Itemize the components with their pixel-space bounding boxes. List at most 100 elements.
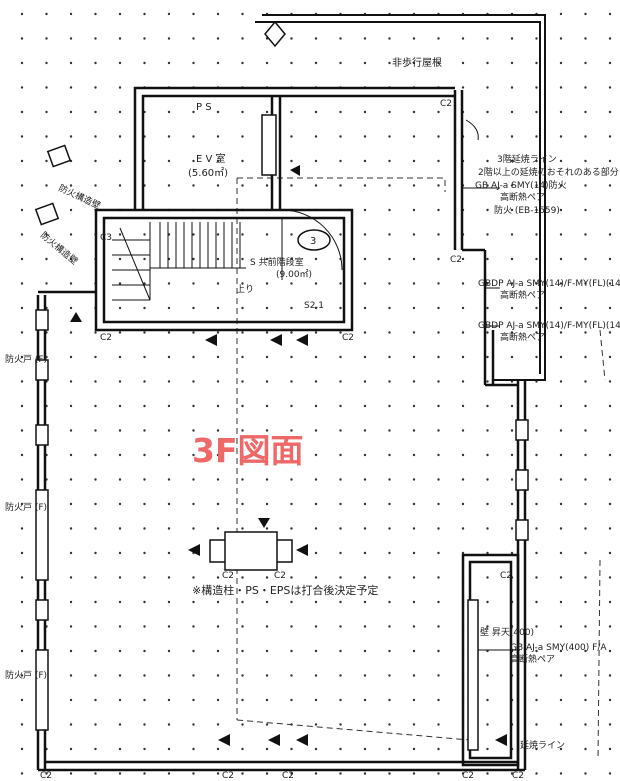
grid-dot (69, 723, 73, 726)
grid-dot (412, 184, 416, 187)
grid-dot (584, 551, 587, 555)
grid-dot (241, 110, 244, 114)
grid-dot (94, 184, 97, 187)
grid-dot (20, 159, 24, 163)
grid-dot (216, 772, 220, 775)
grid-dot (584, 698, 587, 702)
grid-dot (584, 110, 587, 114)
grid-dot (412, 429, 416, 432)
grid-dot (241, 282, 244, 285)
common-stair-area: (9.00㎡) (276, 269, 312, 280)
grid-dot (608, 576, 612, 579)
grid-dot (192, 527, 195, 530)
grid-dot (388, 453, 391, 457)
grid-dot (486, 110, 489, 114)
grid-dot (608, 306, 612, 310)
grid-dot (143, 306, 146, 310)
grid-dot (535, 625, 538, 628)
grid-dot (216, 233, 220, 236)
grid-dot (118, 576, 122, 579)
grid-dot (241, 453, 244, 457)
grid-dot (363, 502, 367, 506)
grid-dot (192, 282, 195, 285)
grid-dot (461, 527, 465, 530)
grid-dot (216, 453, 220, 457)
grid-dot (486, 135, 489, 138)
grid-dot (20, 551, 24, 555)
grid-dot (363, 208, 367, 212)
grid-dot (290, 257, 293, 261)
grid-dot (192, 355, 195, 359)
grid-dot (143, 233, 146, 236)
grid-dot (486, 674, 489, 677)
grid-dot (535, 135, 538, 138)
grid-dot (412, 380, 416, 383)
grid-dot (314, 772, 318, 775)
grid-dot (216, 429, 220, 432)
grid-dot (290, 61, 293, 65)
grid-dot (559, 355, 563, 359)
grid-dot (339, 429, 342, 432)
grid-dot (437, 306, 440, 310)
grid-dot (69, 306, 73, 310)
grid-dot (167, 159, 171, 163)
grid-dot (584, 257, 587, 261)
grid-dot (167, 37, 171, 40)
grid-dot (20, 723, 24, 726)
grid-dot (608, 110, 612, 114)
grid-dot (535, 453, 538, 457)
right-note: 高断熱ペア (500, 331, 545, 343)
grid-dot (45, 135, 48, 138)
grid-dot (535, 233, 538, 236)
right-note: 高断熱ペア (500, 191, 545, 203)
grid-dot (584, 331, 587, 334)
grid-dot (437, 61, 440, 65)
grid-dot (20, 110, 24, 114)
grid-dot (265, 306, 269, 310)
grid-dot (167, 502, 171, 506)
grid-dot (241, 159, 244, 163)
grid-dot (412, 331, 416, 334)
grid-dot (608, 527, 612, 530)
grid-dot (265, 723, 269, 726)
grid-dot (437, 453, 440, 457)
grid-dot (486, 698, 489, 702)
grid-dot (486, 625, 489, 628)
grid-dot (69, 37, 73, 40)
grid-dot (94, 674, 97, 677)
grid-dot (412, 233, 416, 236)
grid-dot (510, 478, 514, 481)
grid-dot (388, 306, 391, 310)
grid-dot (388, 61, 391, 65)
grid-dot (143, 331, 146, 334)
grid-dot (192, 331, 195, 334)
grid-dot (167, 625, 171, 628)
grid-dot (339, 233, 342, 236)
grid-dot (437, 184, 440, 187)
grid-dot (461, 331, 465, 334)
grid-dot (20, 576, 24, 579)
grid-dot (608, 380, 612, 383)
grid-dot (535, 282, 538, 285)
grid-dot (388, 37, 391, 40)
grid-dot (559, 12, 563, 16)
grid-dot (143, 747, 146, 751)
grid-dot (584, 12, 587, 16)
grid-dot (412, 576, 416, 579)
grid-dot (461, 37, 465, 40)
grid-dot (241, 527, 244, 530)
grid-dot (608, 551, 612, 555)
grid-dot (94, 37, 97, 40)
grid-dot (118, 135, 122, 138)
grid-dot (510, 453, 514, 457)
grid-dot (388, 282, 391, 285)
grid-dot (216, 331, 220, 334)
grid-dot (510, 257, 514, 261)
grid-dot (412, 159, 416, 163)
grid-dot (388, 478, 391, 481)
grid-dot (412, 306, 416, 310)
grid-dot (437, 380, 440, 383)
grid-dot (584, 159, 587, 163)
grid-dot (608, 208, 612, 212)
